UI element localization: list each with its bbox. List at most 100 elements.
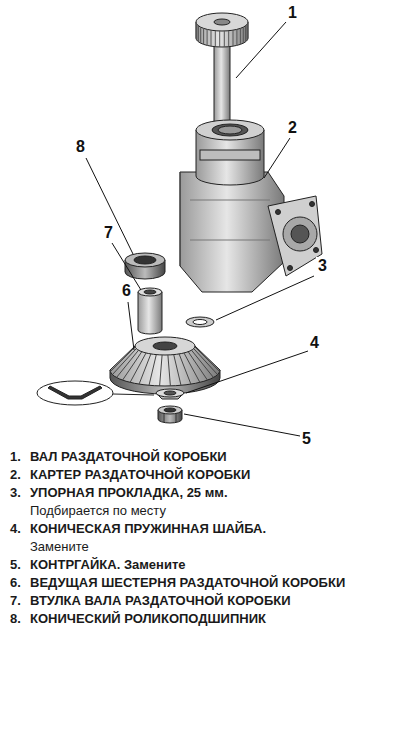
callout-number: 7 [102,224,115,242]
bevel-tooth [160,355,163,386]
path-part [190,200,270,240]
callout-number: 1 [286,4,299,22]
ellipse-part [156,389,184,397]
gear-tooth [224,31,225,47]
path-part [264,138,290,178]
gear-tooth [247,24,248,40]
list-item: 2.КАРТЕР РАЗДАТОЧНОЙ КОРОБКИ [10,466,392,484]
list-item: 6.ВЕДУЩАЯ ШЕСТЕРНЯ РАЗДАТОЧНОЙ КОРОБКИ [10,574,392,592]
ellipse-part [135,337,195,355]
path-part [48,386,102,399]
path-part [180,172,284,292]
path-part [236,22,286,78]
path-part [113,394,154,395]
ellipse-part [164,391,176,395]
callout-number: 2 [286,119,299,137]
ellipse-part [214,19,230,25]
ellipse-part [164,408,176,412]
washer4-part [156,389,184,399]
gear-tooth [200,27,201,43]
bevel-tooth [149,355,156,386]
callout-number: 3 [316,257,329,275]
ellipse-part [153,342,177,350]
path-part [164,413,176,422]
bevel-tooth [112,349,136,375]
bearing-part [125,253,165,279]
bushing-part [138,288,162,334]
ellipse-part [138,288,162,296]
bevel-tooth [110,347,135,372]
item-number: 4. [10,520,30,538]
item-text-column: ВТУЛКА ВАЛА РАЗДАТОЧНОЙ КОРОБКИ [30,592,392,610]
item-number: 6. [10,574,30,592]
circle-part [276,210,281,215]
circle-part [291,225,309,243]
rect-part [200,150,260,160]
path-part [128,302,134,350]
gear-tooth [211,30,212,46]
bevel-tooth [179,354,191,384]
ellipse-part [212,124,248,136]
path-part [138,292,162,334]
path-part [184,414,300,436]
circle-part [288,266,293,271]
item-note: Замените [30,538,392,556]
list-item: 5.КОНТРГАЙКА. Замените [10,556,392,574]
ellipse-part [144,290,156,294]
list-item: 7.ВТУЛКА ВАЛА РАЗДАТОЧНОЙ КОРОБКИ [10,592,392,610]
callout-number: 4 [308,334,321,352]
item-text-column: УПОРНАЯ ПРОКЛАДКА, 25 мм.Подбирается по … [30,484,392,520]
item-text-column: КОНИЧЕСКАЯ ПРУЖИННАЯ ШАЙБА.Замените [30,520,392,556]
list-item: 8.КОНИЧЕСКИЙ РОЛИКОПОДШИПНИК [10,610,392,628]
item-number: 2. [10,466,30,484]
circle-part [314,248,319,253]
inset-part [37,381,154,405]
ellipse-part [158,406,182,414]
path-part [180,172,181,266]
gear-tooth [245,26,246,42]
washer3-part [186,317,214,327]
bevel-tooth [139,354,151,384]
ellipse-part [196,120,264,140]
item-number: 1. [10,448,30,466]
callout-number: 5 [300,430,313,448]
path-part [268,196,322,276]
gear-tooth [243,27,244,43]
item-text-column: КОНТРГАЙКА. Замените [30,556,392,574]
nut-part [158,406,182,423]
part-name: ВАЛ РАЗДАТОЧНОЙ КОРОБКИ [30,448,392,466]
list-item: 4.КОНИЧЕСКАЯ ПРУЖИННАЯ ШАЙБА.Замените [10,520,392,556]
path-part [186,351,308,393]
ellipse-part [186,317,214,327]
ellipse-part [37,381,113,405]
part-name: ВЕДУЩАЯ ШЕСТЕРНЯ РАЗДАТОЧНОЙ КОРОБКИ [30,574,392,592]
gear-tooth [215,31,216,47]
ellipse-part [218,126,242,134]
parts-list: 1.ВАЛ РАЗДАТОЧНОЙ КОРОБКИ2.КАРТЕР РАЗДАТ… [10,448,392,628]
gear-tooth [219,31,220,47]
item-text-column: КОНИЧЕСКИЙ РОЛИКОПОДШИПНИК [30,610,392,628]
gear-tooth [196,23,197,39]
bevel-tooth [174,355,181,386]
part-name: ВТУЛКА ВАЛА РАЗДАТОЧНОЙ КОРОБКИ [30,592,392,610]
bevel-tooth [168,355,171,386]
bevel-tooth [184,353,200,382]
callout-number: 6 [120,282,133,300]
item-text-column: КАРТЕР РАЗДАТОЧНОЙ КОРОБКИ [30,466,392,484]
item-text-column: ВАЛ РАЗДАТОЧНОЙ КОРОБКИ [30,448,392,466]
leaders-part [86,22,314,436]
path-part [216,276,314,320]
gear-tooth [236,29,237,45]
part-name: КОНТРГАЙКА. Замените [30,556,392,574]
part-name: КОНИЧЕСКИЙ РОЛИКОПОДШИПНИК [30,610,392,628]
housing-part [180,120,322,292]
part-name: КАРТЕР РАЗДАТОЧНОЙ КОРОБКИ [30,466,392,484]
circle-part [310,202,315,207]
part-name: КОНИЧЕСКАЯ ПРУЖИННАЯ ШАЙБА. [30,520,392,538]
item-number: 8. [10,610,30,628]
bevelteeth-part [110,347,219,386]
gear-tooth [203,28,204,44]
item-number: 7. [10,592,30,610]
list-item: 1.ВАЛ РАЗДАТОЧНОЙ КОРОБКИ [10,448,392,466]
gear-tooth [207,29,208,45]
